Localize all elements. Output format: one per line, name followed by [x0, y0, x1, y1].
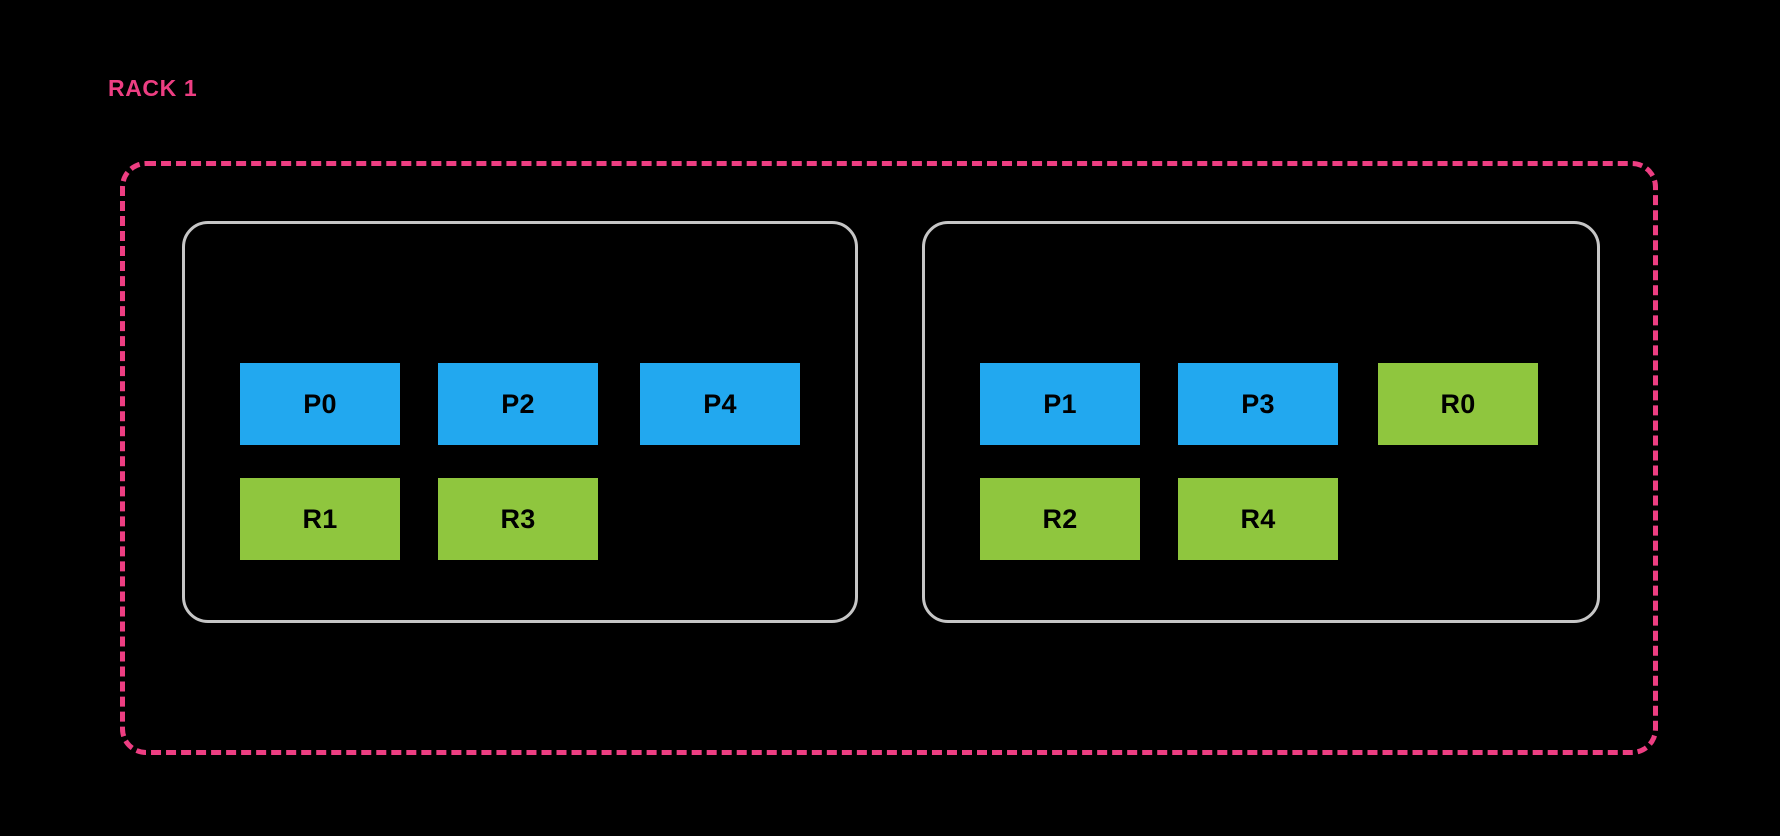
replica-chip-r2[interactable]: R2 — [980, 478, 1140, 560]
partition-chip-p3[interactable]: P3 — [1178, 363, 1338, 445]
partition-chip-p0[interactable]: P0 — [240, 363, 400, 445]
partition-chip-p2[interactable]: P2 — [438, 363, 598, 445]
rack-label: RACK 1 — [108, 75, 198, 101]
replica-chip-r0[interactable]: R0 — [1378, 363, 1538, 445]
partition-chip-p4[interactable]: P4 — [640, 363, 800, 445]
partition-chip-p1[interactable]: P1 — [980, 363, 1140, 445]
rack-boundary — [120, 161, 1658, 755]
replica-chip-r3[interactable]: R3 — [438, 478, 598, 560]
replica-chip-r4[interactable]: R4 — [1178, 478, 1338, 560]
replica-chip-r1[interactable]: R1 — [240, 478, 400, 560]
